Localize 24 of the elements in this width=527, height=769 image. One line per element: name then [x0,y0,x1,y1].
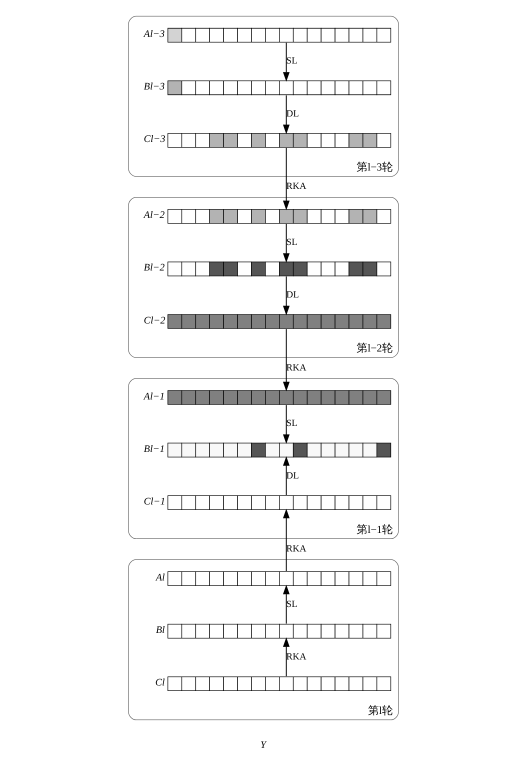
node-label: Bl [156,624,165,636]
node-label: Cl−3 [144,134,166,146]
edge-label: DL [286,109,299,120]
node-label: Cl [155,678,165,689]
node-label: Al−2 [144,210,165,222]
node-label: Cl−2 [144,315,166,326]
node-label: Bl−2 [144,262,165,274]
label: Y [260,740,266,752]
edge-label: SL [286,56,298,67]
edge-label: RKA [286,652,306,663]
edge-label: SL [286,238,298,248]
node-label: Al [156,572,165,584]
node-label: Cl−1 [144,496,166,508]
edge-label: RKA [286,182,306,192]
edge-label: SL [286,600,298,610]
node-label: Al−3 [144,28,165,40]
node-label: Al−1 [144,391,165,402]
node-label: Bl−1 [144,444,165,455]
edge-label: RKA [286,363,306,374]
edge-label: RKA [286,544,306,554]
edge-label: DL [286,472,299,482]
edge-label: DL [286,290,299,300]
edge-label: SL [286,418,298,429]
node-label: Bl−3 [144,82,165,93]
